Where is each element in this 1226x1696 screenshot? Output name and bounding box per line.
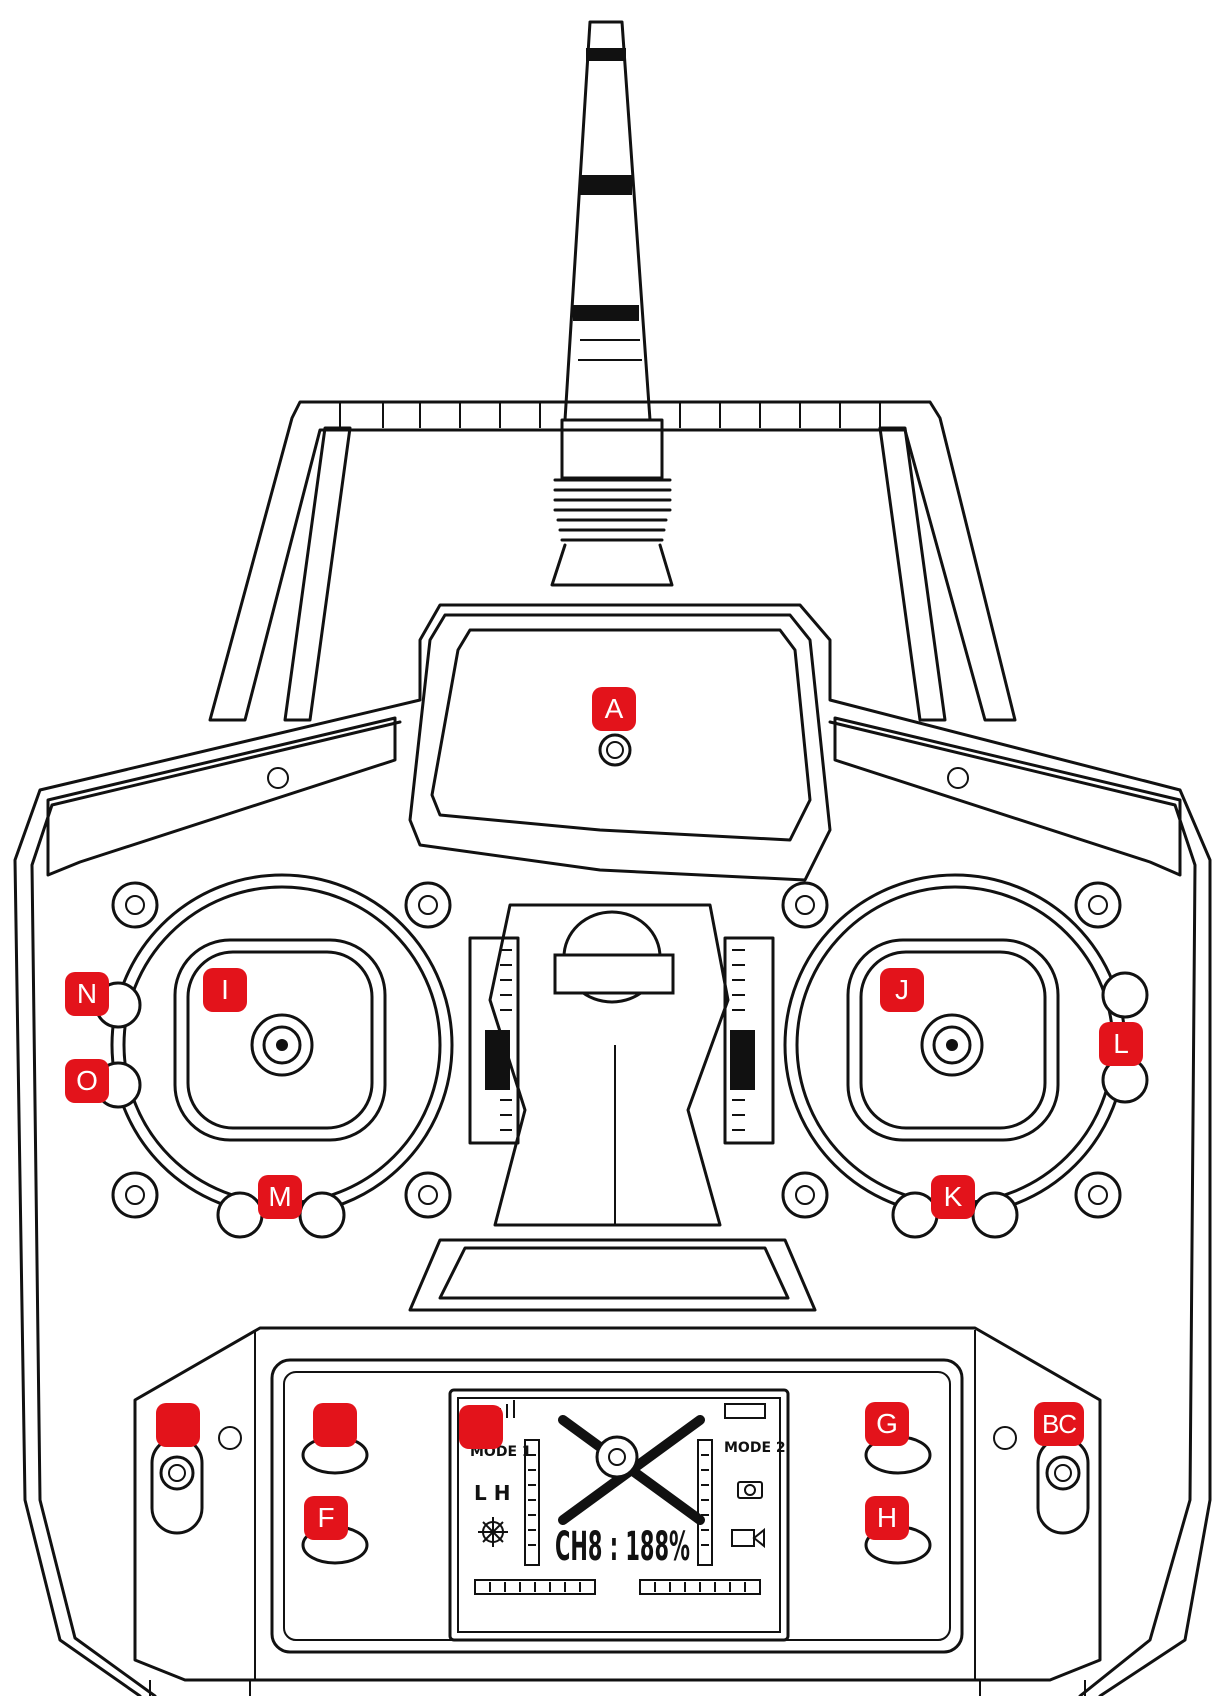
drone-icon bbox=[558, 1415, 705, 1525]
callout-a: A bbox=[592, 687, 636, 731]
lcd-mode-right: MODE 2 bbox=[724, 1440, 786, 1456]
callout-d bbox=[459, 1405, 503, 1449]
callout-bc: BC bbox=[1034, 1402, 1084, 1446]
center-neck bbox=[408, 903, 817, 1312]
trim-slider-left bbox=[468, 936, 520, 1145]
camera-icon bbox=[737, 1481, 763, 1499]
callout-o: O bbox=[65, 1059, 109, 1103]
callout-n: N bbox=[65, 972, 109, 1016]
callout-j: J bbox=[880, 968, 924, 1012]
carry-handle bbox=[208, 400, 1017, 722]
trim-slider-right bbox=[723, 936, 775, 1145]
callout-i: I bbox=[203, 968, 247, 1012]
video-icon bbox=[731, 1529, 755, 1547]
callout-l: L bbox=[1099, 1022, 1143, 1066]
callout-f: F bbox=[304, 1496, 348, 1540]
callout-b bbox=[156, 1403, 200, 1447]
top-panel bbox=[408, 613, 832, 882]
battery-icon bbox=[724, 1403, 766, 1419]
trim-buttons bbox=[94, 971, 1149, 1239]
callout-k: K bbox=[931, 1175, 975, 1219]
callout-m: M bbox=[258, 1175, 302, 1219]
antenna-icon bbox=[550, 20, 674, 587]
lcd-screen: MODE 1 MODE 2 L H CH8 : 188% bbox=[448, 1388, 790, 1642]
callout-h: H bbox=[865, 1496, 909, 1540]
bottom-panel bbox=[133, 1326, 1102, 1682]
callout-e bbox=[313, 1403, 357, 1447]
right-gimbal bbox=[781, 873, 1127, 1219]
bottom-edge bbox=[149, 1680, 1086, 1696]
lcd-rate-label: L H bbox=[474, 1481, 510, 1505]
transmitter-body bbox=[13, 603, 1212, 1696]
lcd-channel-readout: CH8 : 188% bbox=[555, 1524, 690, 1570]
left-gimbal bbox=[110, 873, 454, 1219]
callout-g: G bbox=[865, 1402, 909, 1446]
power-switch-right bbox=[993, 1426, 1090, 1535]
